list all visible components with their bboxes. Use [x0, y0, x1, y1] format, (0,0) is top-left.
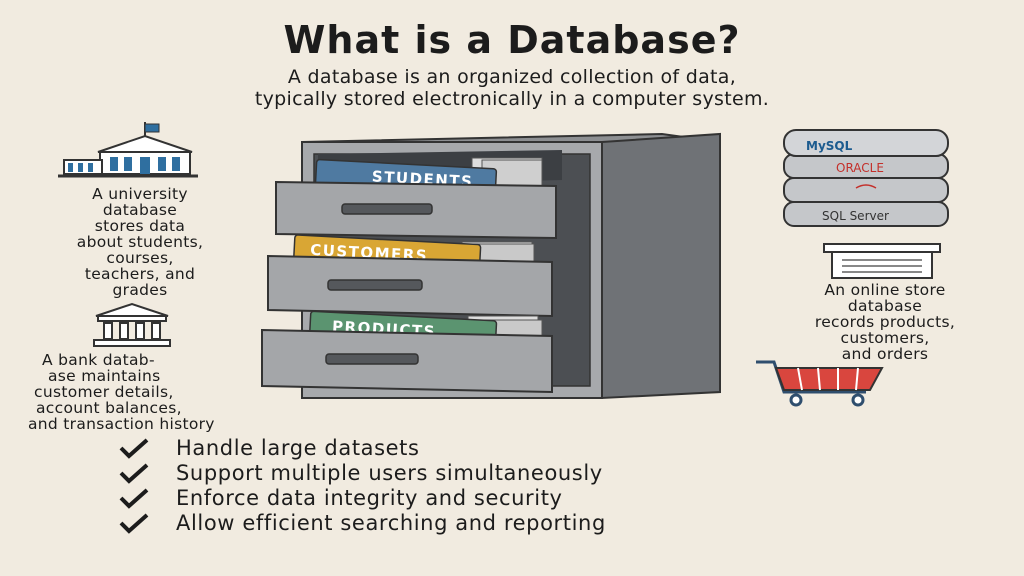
filing-cabinet-illustration: STUDENTS CUSTOMERS PRODUCTS: [261, 132, 721, 400]
university-description: A university database stores data about …: [20, 186, 260, 298]
database-stack-icon: MySQL ORACLE SQL Server: [783, 129, 949, 227]
page-subtitle: A database is an organized collection of…: [0, 66, 1024, 110]
feature-item: Handle large datasets: [118, 436, 606, 461]
drawer-customers: CUSTOMERS: [267, 234, 553, 318]
text-line: stores data: [94, 217, 186, 235]
mysql-label: MySQL: [806, 139, 853, 153]
drawer-handle: [325, 353, 419, 365]
checkmark-icon: [119, 438, 149, 459]
text-line: ase maintains: [48, 367, 161, 385]
feature-text: Support multiple users simultaneously: [176, 461, 603, 485]
document-icon: [823, 243, 941, 279]
text-line: database: [102, 201, 178, 219]
shopping-cart-icon: [756, 360, 884, 407]
university-icon: [58, 122, 198, 178]
drawer-students: STUDENTS: [275, 150, 562, 240]
text-line: A university: [92, 185, 188, 203]
checkmark-icon: [119, 463, 149, 484]
text-line: A bank datab-: [42, 351, 155, 369]
subtitle-line: typically stored electronically in a com…: [254, 88, 770, 110]
drawer-products: PRODUCTS: [261, 310, 553, 394]
oracle-label: ORACLE: [836, 161, 884, 175]
subtitle-line: A database is an organized collection of…: [287, 66, 737, 88]
online-store-description: An online store database records product…: [760, 282, 1010, 362]
text-line: customers,: [840, 329, 930, 347]
bank-description: A bank datab- ase maintains customer det…: [14, 352, 374, 432]
feature-item: Enforce data integrity and security: [118, 486, 606, 511]
feature-text: Allow efficient searching and reporting: [176, 511, 606, 535]
text-line: courses,: [106, 249, 174, 267]
text-line: customer details,: [34, 383, 174, 401]
text-line: grades: [112, 281, 168, 299]
text-line: account balances,: [36, 399, 182, 417]
feature-item: Allow efficient searching and reporting: [118, 511, 606, 536]
text-line: and orders: [841, 345, 929, 363]
drawer-handle: [327, 279, 423, 291]
sqlserver-label: SQL Server: [822, 209, 889, 223]
text-line: teachers, and: [84, 265, 196, 283]
text-line: and transaction history: [28, 415, 215, 433]
feature-list: Handle large datasets Support multiple u…: [118, 436, 606, 536]
feature-item: Support multiple users simultaneously: [118, 461, 606, 486]
text-line: database: [847, 297, 923, 315]
drawer-handle: [341, 203, 433, 215]
checkmark-icon: [119, 488, 149, 509]
page-title: What is a Database?: [283, 18, 741, 62]
text-line: records products,: [814, 313, 956, 331]
text-line: An online store: [824, 281, 946, 299]
feature-text: Enforce data integrity and security: [176, 486, 563, 510]
text-line: about students,: [76, 233, 204, 251]
checkmark-icon: [119, 513, 149, 534]
feature-text: Handle large datasets: [176, 436, 420, 460]
bank-icon: [93, 302, 171, 347]
